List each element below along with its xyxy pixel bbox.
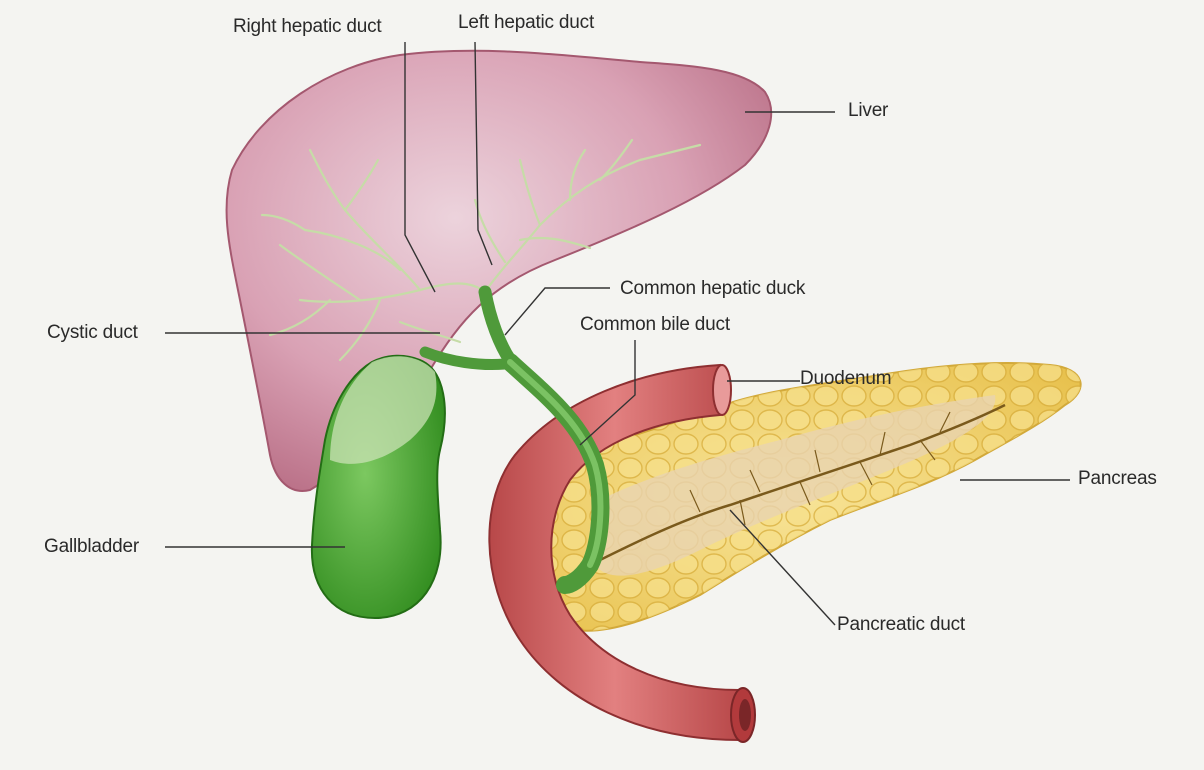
label-liver: Liver [848,100,888,122]
label-common-hepatic-duct: Common hepatic duck [620,278,805,300]
label-common-bile-duct: Common bile duct [580,314,730,336]
label-gallbladder: Gallbladder [44,536,139,558]
label-cystic-duct: Cystic duct [47,322,138,344]
label-duodenum: Duodenum [800,368,891,390]
label-right-hepatic-duct: Right hepatic duct [233,16,382,38]
label-pancreatic-duct: Pancreatic duct [837,614,965,636]
label-left-hepatic-duct: Left hepatic duct [458,12,594,34]
label-pancreas: Pancreas [1078,468,1157,490]
